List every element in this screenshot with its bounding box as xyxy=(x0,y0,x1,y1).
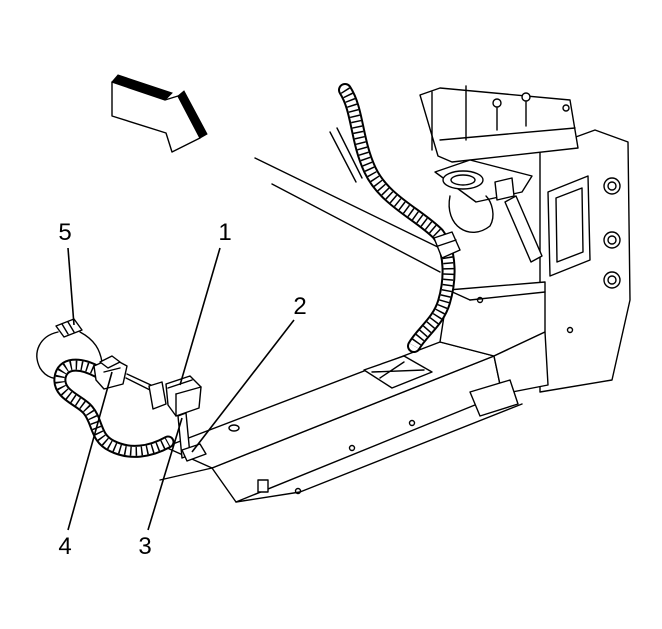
main-wiring-harness xyxy=(345,90,461,346)
callout-label-1: 1 xyxy=(218,219,231,246)
callout-label-3: 3 xyxy=(138,533,151,560)
bracket-2 xyxy=(177,412,207,462)
callout-labels: 1 2 3 4 5 xyxy=(58,219,306,560)
callout-label-5: 5 xyxy=(58,219,71,246)
harness-connector xyxy=(433,231,461,259)
leader-3 xyxy=(147,417,183,531)
sensor-1 xyxy=(148,375,202,417)
leader-4 xyxy=(67,371,113,531)
frame-rail xyxy=(159,281,549,503)
callout-leaders xyxy=(67,247,295,531)
frame-bracket xyxy=(539,129,631,393)
leader-1 xyxy=(179,247,221,386)
bolt-icon xyxy=(562,104,570,112)
bolt-icon xyxy=(492,98,502,108)
connector-4 xyxy=(93,355,154,392)
connector-5 xyxy=(55,318,83,338)
bracket-hole xyxy=(603,231,621,249)
leader-2 xyxy=(191,319,295,453)
callout-label-2: 2 xyxy=(293,293,306,320)
bracket-hole xyxy=(603,177,621,195)
bracket-hole xyxy=(603,271,621,289)
leader-5 xyxy=(67,247,75,326)
rail-window xyxy=(363,355,433,389)
bolt-icon xyxy=(521,92,531,102)
callout-label-4: 4 xyxy=(58,533,71,560)
sensor-wiring-harness xyxy=(36,331,168,451)
direction-arrow-icon xyxy=(111,74,208,153)
body-mount-structure xyxy=(419,85,579,263)
rail-slot xyxy=(257,479,269,493)
crossmember-edges xyxy=(254,127,449,273)
